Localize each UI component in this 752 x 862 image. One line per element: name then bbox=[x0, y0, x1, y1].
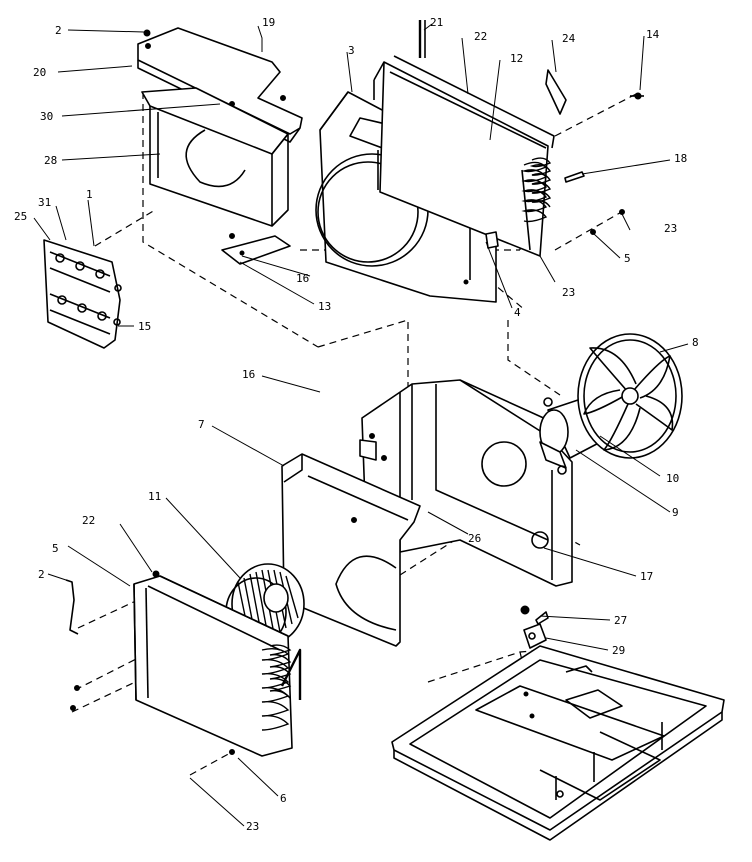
screw-icon bbox=[152, 570, 160, 578]
callout-16-top: 16 bbox=[296, 272, 309, 285]
coil-hardware bbox=[564, 92, 644, 235]
callout-23-bottom: 23 bbox=[246, 820, 259, 833]
callout-17: 17 bbox=[640, 570, 653, 583]
callout-22-top: 22 bbox=[474, 30, 487, 43]
callout-13: 13 bbox=[318, 300, 331, 313]
mounting-bracket bbox=[221, 233, 291, 265]
control-panel-assembly bbox=[43, 239, 122, 349]
callout-8: 8 bbox=[692, 336, 699, 349]
callout-16-mid: 16 bbox=[242, 368, 255, 381]
callout-31: 31 bbox=[38, 196, 51, 209]
callout-1: 1 bbox=[86, 188, 93, 201]
leader-lines bbox=[33, 23, 689, 827]
screw-icon bbox=[619, 209, 625, 215]
callout-30: 30 bbox=[40, 110, 53, 123]
callout-2-top: 2 bbox=[55, 24, 62, 37]
callout-26: 26 bbox=[468, 532, 481, 545]
callout-9: 9 bbox=[672, 506, 679, 519]
knob-icon bbox=[114, 284, 122, 292]
callout-12: 12 bbox=[510, 52, 523, 65]
callout-6: 6 bbox=[280, 792, 287, 805]
callout-10: 10 bbox=[666, 472, 679, 485]
screw-icon bbox=[229, 233, 235, 239]
callout-3: 3 bbox=[348, 44, 355, 57]
callout-2-left: 2 bbox=[38, 568, 45, 581]
nut-icon bbox=[520, 605, 530, 615]
base-hardware bbox=[520, 605, 549, 719]
knob-icon bbox=[113, 318, 121, 326]
callout-23-mid: 23 bbox=[562, 286, 575, 299]
screw-icon bbox=[74, 685, 80, 691]
callout-7: 7 bbox=[198, 418, 205, 431]
screw-icon bbox=[70, 705, 76, 711]
callout-19: 19 bbox=[262, 16, 275, 29]
callout-5-top: 5 bbox=[624, 252, 631, 265]
callout-5-left: 5 bbox=[52, 542, 59, 555]
fan-shroud-box bbox=[141, 87, 289, 227]
base-pan bbox=[391, 645, 725, 841]
bottom-hardware bbox=[70, 685, 235, 755]
callout-labels: 2 19 21 22 24 14 20 3 12 30 18 28 31 1 2… bbox=[14, 16, 699, 833]
condenser-fan-blade bbox=[577, 333, 683, 459]
callout-4: 4 bbox=[514, 306, 521, 319]
callout-24: 24 bbox=[562, 32, 576, 45]
callout-20: 20 bbox=[33, 66, 46, 79]
callout-18: 18 bbox=[674, 152, 687, 165]
screw-icon bbox=[143, 29, 151, 37]
screw-icon bbox=[229, 749, 235, 755]
callout-14: 14 bbox=[646, 28, 660, 41]
callout-23-right: 23 bbox=[664, 222, 677, 235]
callout-15: 15 bbox=[138, 320, 151, 333]
retaining-clip bbox=[65, 579, 79, 635]
evaporator-coil bbox=[133, 570, 302, 757]
callout-28: 28 bbox=[44, 154, 57, 167]
screw-icon bbox=[590, 229, 596, 235]
callout-29: 29 bbox=[612, 644, 625, 657]
callout-27: 27 bbox=[614, 614, 627, 627]
blower-scroll-housing bbox=[281, 453, 421, 647]
callout-22-left: 22 bbox=[82, 514, 95, 527]
callout-11: 11 bbox=[148, 490, 161, 503]
callout-21: 21 bbox=[430, 16, 443, 29]
callout-25: 25 bbox=[14, 210, 27, 223]
